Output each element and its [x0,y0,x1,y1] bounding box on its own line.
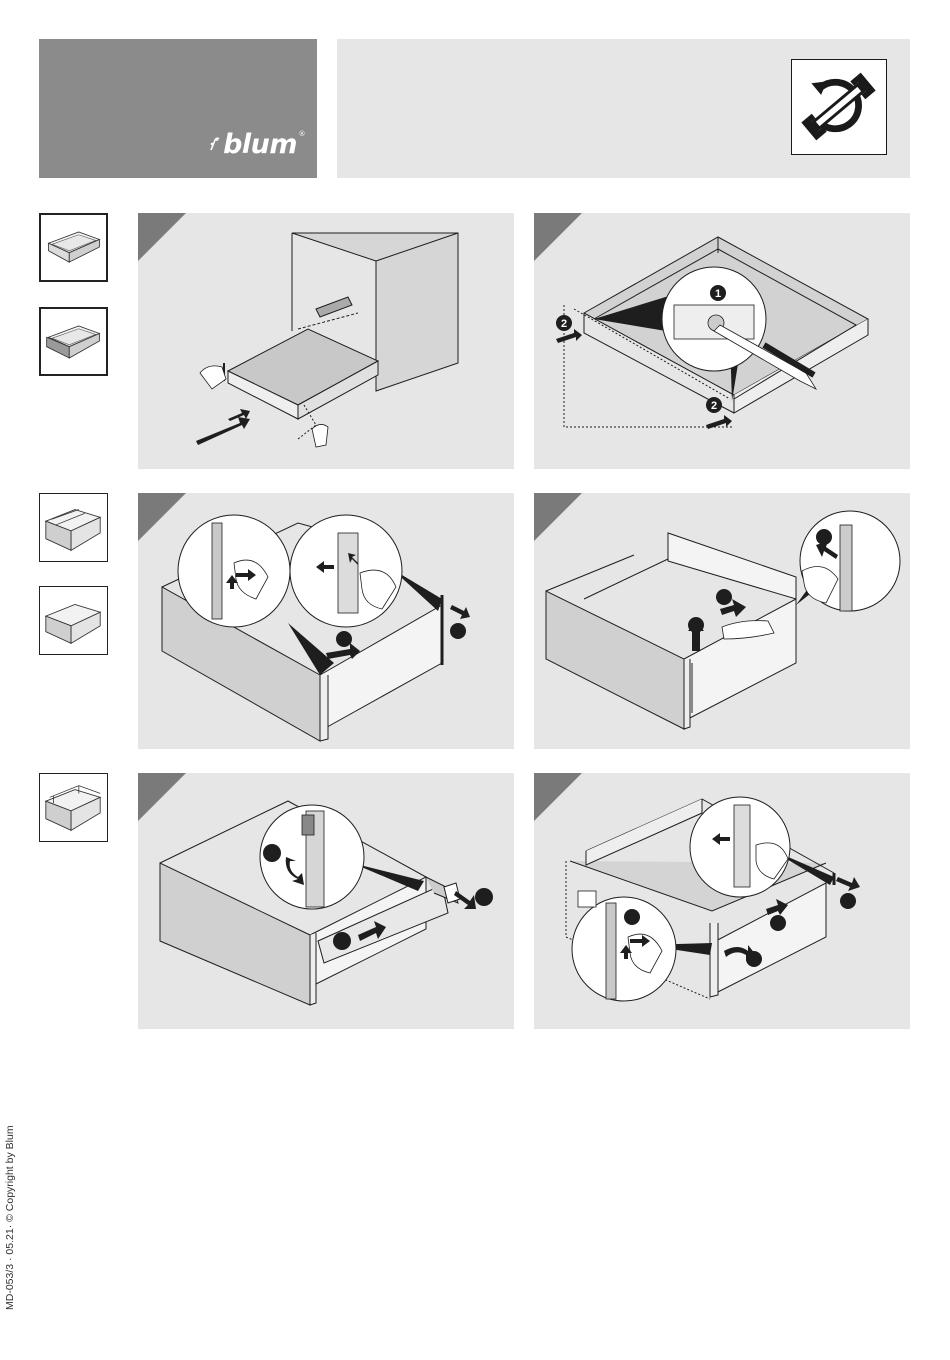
callout-dot [746,951,762,967]
callout-dot [333,932,351,950]
callout-label: 2 [561,318,567,330]
remove-inner-side-illustration [534,493,910,749]
header-info-block [337,39,910,178]
drawer-box-rails-thumbnail-icon [40,774,107,841]
thumbnail-4[interactable] [39,586,108,655]
step-remove-drawer-panel [138,213,514,469]
thumbnail-1[interactable] [39,213,108,282]
brand-name: blum [223,129,297,160]
thumbnail-2[interactable] [39,307,108,376]
blum-logo: blum® [223,129,297,160]
step-remove-inner-side-panel [534,493,910,749]
callout-dot [688,617,704,633]
drawer-rails-thumbnail-icon [40,494,107,561]
callout-dot [336,631,352,647]
callout-dot [450,623,466,639]
unscrew-front-illustration: 1 2 2 [534,213,910,469]
callout-dot [263,844,281,862]
callout-label: 2 [711,400,717,412]
step-remove-rail-panel [534,773,910,1029]
step-remove-gallery-panel [138,773,514,1029]
thumbnail-3[interactable] [39,493,108,562]
drawer-box-thumbnail-icon [41,215,106,280]
step-release-front-panel [138,493,514,749]
drawer-front-gray-thumbnail-icon [41,309,106,374]
copyright-footer: MD-053/3 · 05.21· © Copyright by Blum [4,1125,16,1310]
remove-gallery-illustration [138,773,514,1029]
drawer-gallery-thumbnail-icon [40,587,107,654]
header-brand-block: blum® [39,39,317,178]
tool-box [791,59,887,155]
step-unscrew-front-panel: 1 2 2 [534,213,910,469]
callout-dot [475,888,493,906]
wrench-rotate-icon [792,60,885,153]
callout-label: 1 [715,288,721,300]
blum-logo-mark-icon [209,136,221,152]
callout-dot [816,529,832,545]
thumbnail-5[interactable] [39,773,108,842]
callout-dot [716,589,732,605]
callout-dot [770,915,786,931]
callout-dot [840,893,856,909]
remove-drawer-illustration [138,213,514,469]
release-front-illustration [138,493,514,749]
callout-dot [624,909,640,925]
remove-rail-illustration [534,773,910,1029]
